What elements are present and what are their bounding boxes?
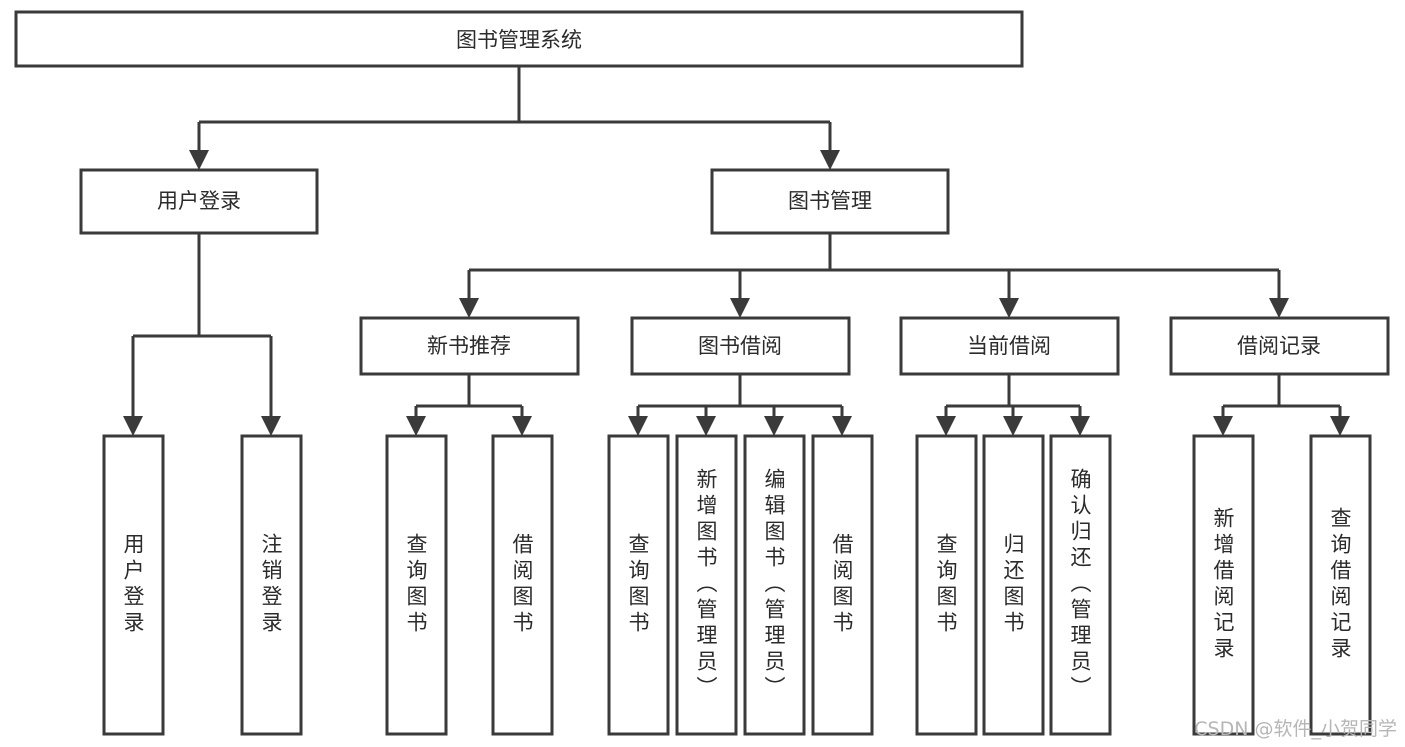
node-leaf-borrow-book-2[interactable]: 借阅图书 (811, 434, 874, 736)
node-user-login-label: 用户登录 (157, 189, 241, 213)
node-current-borrow-box[interactable] (899, 316, 1120, 376)
node-book-borrow[interactable]: 图书借阅 (630, 316, 851, 376)
connector-book-manage-to-level3 (459, 233, 1289, 318)
node-leaf-edit-book[interactable]: 编辑图书（管理员） (743, 434, 806, 736)
node-book-manage-box[interactable] (710, 168, 950, 235)
node-leaf-user-login[interactable]: 用户登录 (102, 434, 165, 736)
node-book-borrow-label: 图书借阅 (698, 334, 782, 358)
node-leaf-query-book-1-box[interactable] (385, 434, 448, 736)
node-book-borrow-box[interactable] (630, 316, 851, 376)
node-leaf-query-book-3-box[interactable] (915, 434, 978, 736)
node-leaf-query-book-3[interactable]: 查询图书 (915, 434, 978, 736)
node-leaf-borrow-book-2-box[interactable] (811, 434, 874, 736)
node-borrow-record-label: 借阅记录 (1237, 334, 1321, 358)
node-leaf-add-book-label: 新增图书（管理员） (694, 468, 718, 702)
connector-current-borrow-to-leaves (936, 374, 1090, 436)
node-leaf-borrow-book-1[interactable]: 借阅图书 (491, 434, 554, 736)
node-user-login[interactable]: 用户登录 (79, 168, 319, 235)
node-leaf-user-logout-label: 注销登录 (259, 533, 283, 637)
node-root-label: 图书管理系统 (456, 28, 582, 52)
node-leaf-add-book[interactable]: 新增图书（管理员） (675, 434, 738, 736)
node-leaf-user-login-box[interactable] (102, 434, 165, 736)
node-root-box[interactable] (14, 10, 1024, 68)
node-leaf-add-record[interactable]: 新增借阅记录 (1192, 434, 1255, 736)
node-leaf-borrow-book-2-label: 借阅图书 (830, 533, 854, 637)
node-leaf-query-book-2-box[interactable] (607, 434, 670, 736)
node-new-book-recommend-box[interactable] (359, 316, 580, 376)
node-leaf-add-record-label: 新增借阅记录 (1211, 507, 1235, 663)
node-leaf-query-record-label: 查询借阅记录 (1328, 507, 1352, 663)
node-new-book-recommend-label: 新书推荐 (427, 334, 511, 358)
node-user-login-box[interactable] (79, 168, 319, 235)
node-leaf-borrow-book-1-label: 借阅图书 (510, 533, 534, 637)
node-leaf-edit-book-box[interactable] (743, 434, 806, 736)
node-leaf-add-record-box[interactable] (1192, 434, 1255, 736)
node-leaf-confirm-return-label: 确认归还（管理员） (1068, 468, 1092, 702)
node-leaf-query-book-3-label: 查询图书 (934, 533, 958, 637)
node-leaf-confirm-return-box[interactable] (1049, 434, 1112, 736)
node-leaf-add-book-box[interactable] (675, 434, 738, 736)
node-leaf-user-logout-box[interactable] (240, 434, 303, 736)
node-leaf-edit-book-label: 编辑图书（管理员） (762, 468, 786, 702)
node-leaf-borrow-book-1-box[interactable] (491, 434, 554, 736)
connector-new-book-recommend-to-leaves (406, 374, 532, 436)
node-current-borrow[interactable]: 当前借阅 (899, 316, 1120, 376)
node-leaf-query-book-1-label: 查询图书 (404, 533, 428, 637)
connector-book-borrow-to-leaves (628, 374, 852, 436)
node-leaf-return-book-label: 归还图书 (1001, 533, 1025, 637)
connector-user-login-to-leaves (123, 233, 281, 436)
node-root[interactable]: 图书管理系统 (14, 10, 1024, 68)
node-new-book-recommend[interactable]: 新书推荐 (359, 316, 580, 376)
connector-borrow-record-to-leaves (1213, 374, 1350, 436)
node-borrow-record[interactable]: 借阅记录 (1169, 316, 1390, 376)
node-current-borrow-label: 当前借阅 (967, 334, 1051, 358)
node-book-manage[interactable]: 图书管理 (710, 168, 950, 235)
node-leaf-query-record-box[interactable] (1309, 434, 1372, 736)
node-leaf-query-book-1[interactable]: 查询图书 (385, 434, 448, 736)
node-leaf-confirm-return[interactable]: 确认归还（管理员） (1049, 434, 1112, 736)
node-leaf-query-book-2-label: 查询图书 (626, 533, 650, 637)
node-leaf-user-login-label: 用户登录 (121, 533, 145, 637)
connector-root-to-level2 (189, 66, 840, 170)
node-borrow-record-box[interactable] (1169, 316, 1390, 376)
node-leaf-query-book-2[interactable]: 查询图书 (607, 434, 670, 736)
node-leaf-return-book[interactable]: 归还图书 (982, 434, 1045, 736)
node-leaf-return-book-box[interactable] (982, 434, 1045, 736)
node-leaf-query-record[interactable]: 查询借阅记录 (1309, 434, 1372, 736)
node-leaf-user-logout[interactable]: 注销登录 (240, 434, 303, 736)
node-book-manage-label: 图书管理 (788, 189, 872, 213)
